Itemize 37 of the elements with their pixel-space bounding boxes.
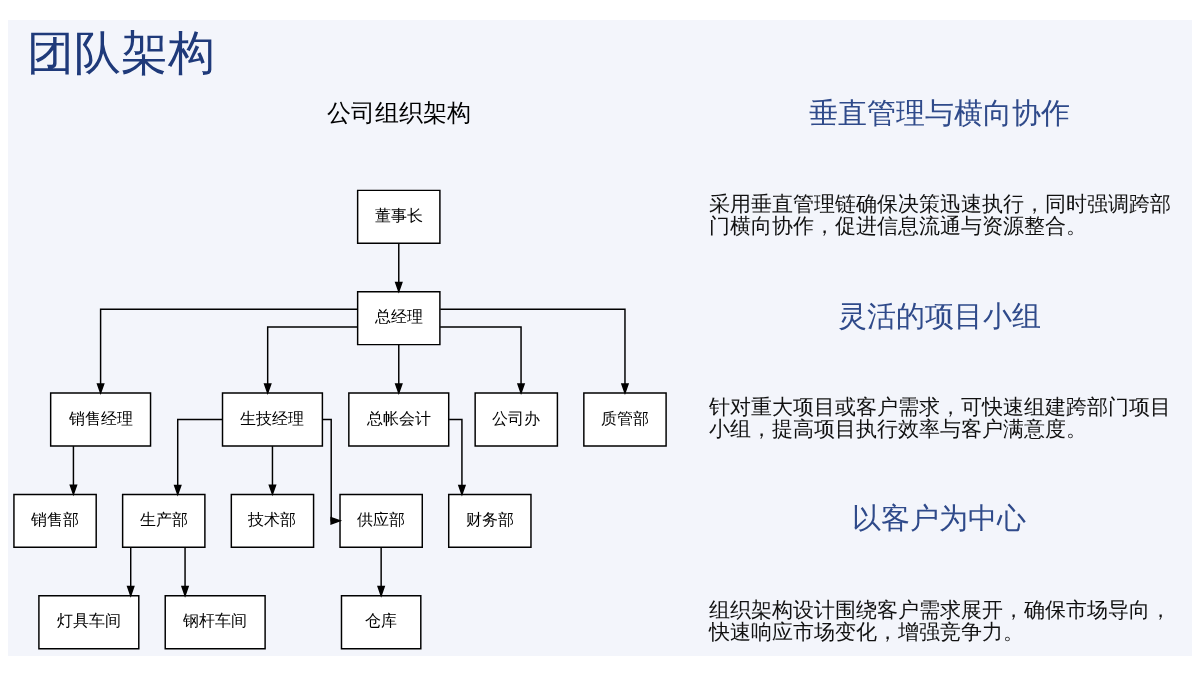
label: 针对重大项目或客户需求，可快速组建跨部门项目小组，提高项目执行效率与客户满意度。 bbox=[708, 394, 1171, 441]
arrow bbox=[321, 418, 343, 525]
label: 采用垂直管理链确保决策迅速执行，同时强调跨部门横向协作，促进信息流通与资源整合。 bbox=[708, 191, 1171, 238]
arrow bbox=[394, 343, 403, 395]
node-box: 供应部 bbox=[339, 493, 423, 548]
arrow bbox=[268, 444, 277, 496]
arrow bbox=[180, 546, 190, 598]
label: 公司组织架构 bbox=[326, 98, 471, 127]
arrow bbox=[173, 418, 224, 496]
node-box: 生技经理 bbox=[221, 391, 324, 447]
node-box: 总经理 bbox=[356, 290, 441, 345]
node-box: 公司办 bbox=[474, 391, 559, 447]
arrow bbox=[439, 325, 526, 395]
node-box: 仓库 bbox=[340, 594, 422, 649]
arrow bbox=[377, 546, 386, 598]
arrow bbox=[126, 546, 135, 598]
diagram-title: 团队架构 bbox=[27, 24, 216, 80]
arrow bbox=[448, 418, 467, 496]
arrow bbox=[69, 444, 78, 496]
label: 垂直管理与横向协作 bbox=[808, 95, 1070, 130]
node-box: 销售部 bbox=[13, 493, 97, 548]
node-box: 技术部 bbox=[230, 493, 315, 548]
label: 组织架构设计围绕客户需求展开，确保市场导向，快速响应市场变化，增强竞争力。 bbox=[708, 597, 1171, 644]
node-box: 总帐会计 bbox=[348, 391, 450, 447]
arrow bbox=[263, 325, 359, 395]
label: 以客户为中心 bbox=[852, 500, 1027, 535]
arrow bbox=[394, 242, 403, 294]
node-box: 生产部 bbox=[121, 493, 206, 548]
node-box: 钢杆车间 bbox=[164, 594, 266, 649]
node-box: 销售经理 bbox=[49, 391, 152, 447]
arrow bbox=[96, 308, 359, 395]
label: 灵活的项目小组 bbox=[837, 298, 1041, 333]
node-box: 质管部 bbox=[583, 391, 667, 447]
arrow bbox=[439, 308, 630, 395]
node-box: 财务部 bbox=[447, 493, 532, 548]
node-box: 灯具车间 bbox=[38, 594, 140, 649]
node-box: 董事长 bbox=[356, 189, 441, 244]
